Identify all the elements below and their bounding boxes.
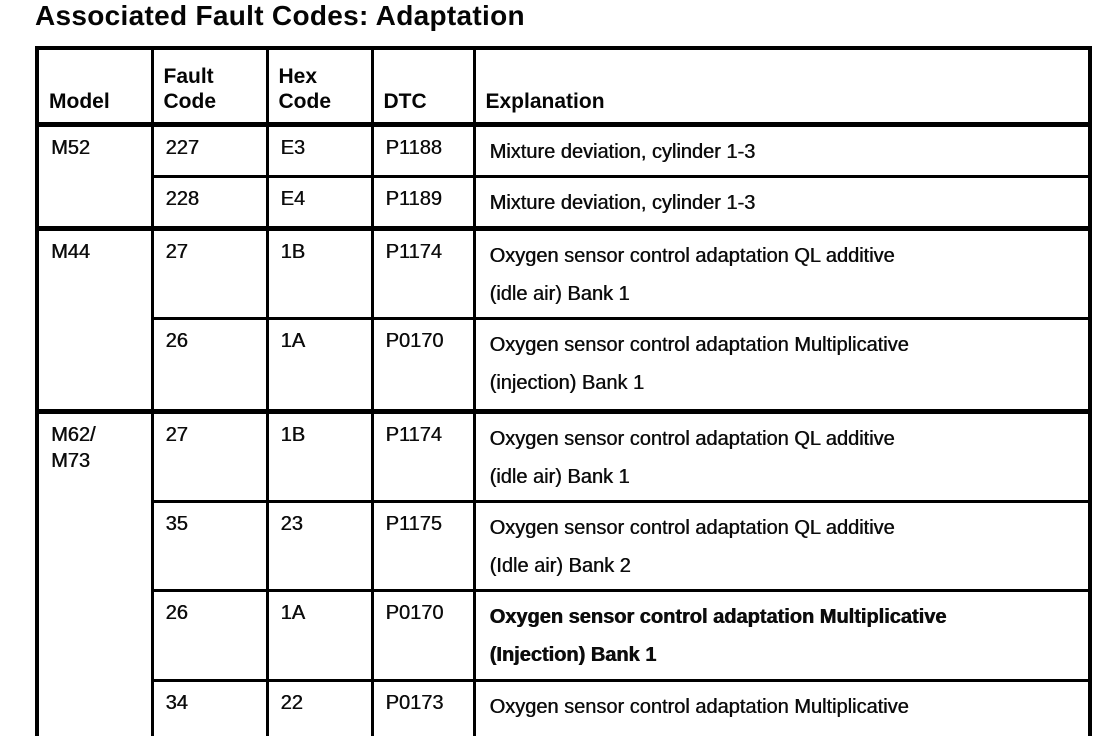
fault-code-cell: 26 — [150, 317, 269, 413]
model-cell: M62/ M73 — [35, 409, 154, 736]
table-row: M52 227 E3 P1188 Mixture deviation, cyli… — [35, 122, 1092, 230]
explanation-cell: Oxygen sensor control adaptation QL addi… — [472, 226, 1092, 320]
fault-code-cell: 27 — [150, 409, 269, 503]
explanation-cell: Oxygen sensor control adaptation Multipl… — [472, 317, 1092, 413]
hex-code-cell: E3 — [265, 122, 374, 178]
table-row: 228 E4 P1189 Mixture deviation, cylinder… — [37, 175, 1092, 230]
column-header-dtc: DTC — [370, 46, 476, 127]
explanation-cell: Oxygen sensor control adaptation QL addi… — [472, 409, 1092, 503]
table-row: M44 27 1B P1174 Oxygen sensor control ad… — [35, 226, 1092, 413]
fault-code-cell: 27 — [150, 226, 269, 320]
dtc-cell: P1175 — [370, 500, 476, 592]
dtc-cell: P1189 — [370, 175, 476, 230]
column-header-hex-code: Hex Code — [265, 46, 374, 127]
table-row: 34 22 P0173 Oxygen sensor control adapta… — [37, 679, 1092, 736]
dtc-cell: P1174 — [370, 226, 476, 320]
dtc-cell: P1188 — [370, 122, 476, 178]
dtc-cell: P0170 — [370, 589, 476, 682]
explanation-cell: Mixture deviation, cylinder 1-3 — [472, 175, 1092, 230]
explanation-cell: Oxygen sensor control adaptation Multipl… — [472, 679, 1092, 736]
fault-code-cell: 228 — [150, 175, 269, 230]
fault-code-cell: 26 — [150, 589, 269, 682]
fault-codes-table: Model Fault Code Hex Code DTC Explanatio… — [35, 46, 1092, 736]
explanation-cell: Oxygen sensor control adaptation QL addi… — [472, 500, 1092, 592]
page-title: Associated Fault Codes: Adaptation — [35, 0, 525, 31]
model-cell: M52 — [35, 122, 154, 230]
table-row: 35 23 P1175 Oxygen sensor control adapta… — [37, 500, 1092, 592]
dtc-cell: P0173 — [370, 679, 476, 736]
fault-code-cell: 34 — [150, 679, 269, 736]
column-header-model: Model — [35, 46, 154, 127]
hex-code-cell: 1A — [265, 589, 374, 682]
hex-code-cell: 1A — [265, 317, 374, 413]
model-cell: M44 — [35, 226, 154, 413]
table-row: 26 1A P0170 Oxygen sensor control adapta… — [37, 589, 1092, 682]
header-row: Model Fault Code Hex Code DTC Explanatio… — [35, 46, 1092, 127]
hex-code-cell: 22 — [265, 679, 374, 736]
hex-code-cell: 1B — [265, 226, 374, 320]
hex-code-cell: E4 — [265, 175, 374, 230]
column-header-explanation: Explanation — [472, 46, 1092, 127]
explanation-cell: Mixture deviation, cylinder 1-3 — [472, 122, 1092, 178]
fault-code-cell: 35 — [150, 500, 269, 592]
table-row: M62/ M73 27 1B P1174 Oxygen sensor contr… — [35, 409, 1092, 736]
dtc-cell: P0170 — [370, 317, 476, 413]
fault-code-cell: 227 — [150, 122, 269, 178]
hex-code-cell: 1B — [265, 409, 374, 503]
table-row: 26 1A P0170 Oxygen sensor control adapta… — [37, 317, 1092, 413]
explanation-cell: Oxygen sensor control adaptation Multipl… — [472, 589, 1092, 682]
hex-code-cell: 23 — [265, 500, 374, 592]
dtc-cell: P1174 — [370, 409, 476, 503]
column-header-fault-code: Fault Code — [150, 46, 269, 127]
